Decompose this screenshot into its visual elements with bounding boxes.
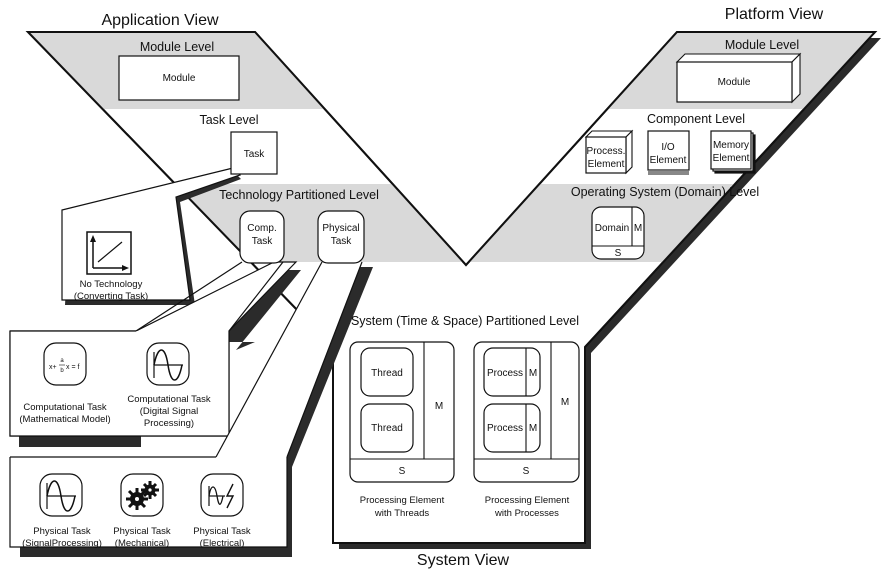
thread-box [360,403,414,453]
processes-m-label: M [561,397,569,408]
physical-task-signal: Physical Task (SignalProcessing) [22,473,102,549]
no-technology-item: No Technology (Converting Task) [74,231,148,302]
io-element-label-2: Element [650,155,687,166]
computational-task-dsp: Computational Task (Digital Signal Proce… [127,342,211,429]
comp-task-box [239,210,285,264]
process-element-label-1: Process. [587,146,626,157]
thread-label-2: Thread [371,423,403,434]
domain-s-label: S [615,248,622,259]
comp-math-caption-2: (Mathematical Model) [19,414,110,425]
no-tech-caption-1: No Technology [80,279,143,290]
equation-icon [43,342,87,386]
task-level-label: Task Level [199,113,258,127]
io-element-label-1: I/O [661,142,675,153]
pe-with-threads: Thread Thread M S Processing Element wit… [349,341,455,519]
comp-math-caption-1: Computational Task [23,402,107,413]
process-label-2: Process [487,423,523,434]
process-m-label-1: M [529,368,537,379]
component-level-label: Component Level [647,112,745,126]
system-partitioned-level-label: System (Time & Space) Partitioned Level [351,314,579,328]
physical-task-electrical: Physical Task (Electrical) [193,473,251,549]
app-module-label: Module [163,73,196,84]
phys-mech-caption-2: (Mechanical) [115,538,169,549]
app-module-level-label: Module Level [140,40,214,54]
processes-s-label: S [523,466,530,477]
io-element: I/O Element [647,130,690,175]
tech-partitioned-level-label: Technology Partitioned Level [219,188,379,202]
platform-module-label: Module [718,77,751,88]
pe-with-processes: Process M Process M M S Processing Eleme… [473,341,580,519]
comp-dsp-caption-2: (Digital Signal [140,406,199,417]
computational-task-math: x+ a b x = f Computational Task (Mathema… [19,342,111,425]
platform-view-title: Platform View [725,6,824,23]
pe-processes-caption-1: Processing Element [485,495,570,506]
memory-element: Memory Element [710,130,756,174]
comp-task-label-2: Task [252,236,274,247]
system-view-title: System View [417,552,510,569]
process-element-label-2: Element [588,159,625,170]
domain-m-label: M [634,223,642,234]
phys-signal-caption-2: (SignalProcessing) [22,538,102,549]
electrical-icon [200,473,244,517]
task-label: Task [244,149,266,160]
process-element: Process. Element [584,129,634,175]
no-tech-caption-2: (Converting Task) [74,291,148,302]
physical-task-label-1: Physical [322,223,359,234]
equation-part-4: x = f [66,364,79,371]
memory-element-label-1: Memory [713,140,749,151]
equation-part-3: b [60,368,64,374]
os-domain-level-label: Operating System (Domain) Level [571,185,759,199]
platform-module-level-label: Module Level [725,38,799,52]
physical-task-label-2: Task [331,236,353,247]
process-m-label-2: M [529,423,537,434]
physical-task-box [317,210,365,264]
domain-label: Domain [595,223,629,234]
physical-task-mechanical: Physical Task (Mechanical) [113,473,171,549]
phys-elec-caption-2: (Electrical) [200,538,245,549]
platform-module-3d: Module [675,52,802,104]
application-view-title: Application View [101,12,219,29]
pe-threads-caption-2: with Threads [374,508,429,519]
comp-dsp-caption-1: Computational Task [127,394,211,405]
threads-m-label: M [435,401,443,412]
app-module-box [118,55,240,101]
process-label-1: Process [487,368,523,379]
pe-threads-caption-1: Processing Element [360,495,445,506]
domain-box: Domain M S [591,206,645,260]
thread-box [360,347,414,397]
comp-task-label-1: Comp. [247,223,276,234]
thread-label-1: Thread [371,368,403,379]
phys-signal-caption-1: Physical Task [33,526,91,537]
phys-elec-caption-1: Physical Task [193,526,251,537]
comp-dsp-caption-3: Processing) [144,418,194,429]
equation-part-2: a [60,358,64,364]
phys-mech-caption-1: Physical Task [113,526,171,537]
equation-part-1: x+ [49,364,57,371]
threads-s-label: S [399,466,406,477]
memory-element-label-2: Element [713,153,750,164]
pe-processes-caption-2: with Processes [494,508,559,519]
task-box [230,131,278,175]
